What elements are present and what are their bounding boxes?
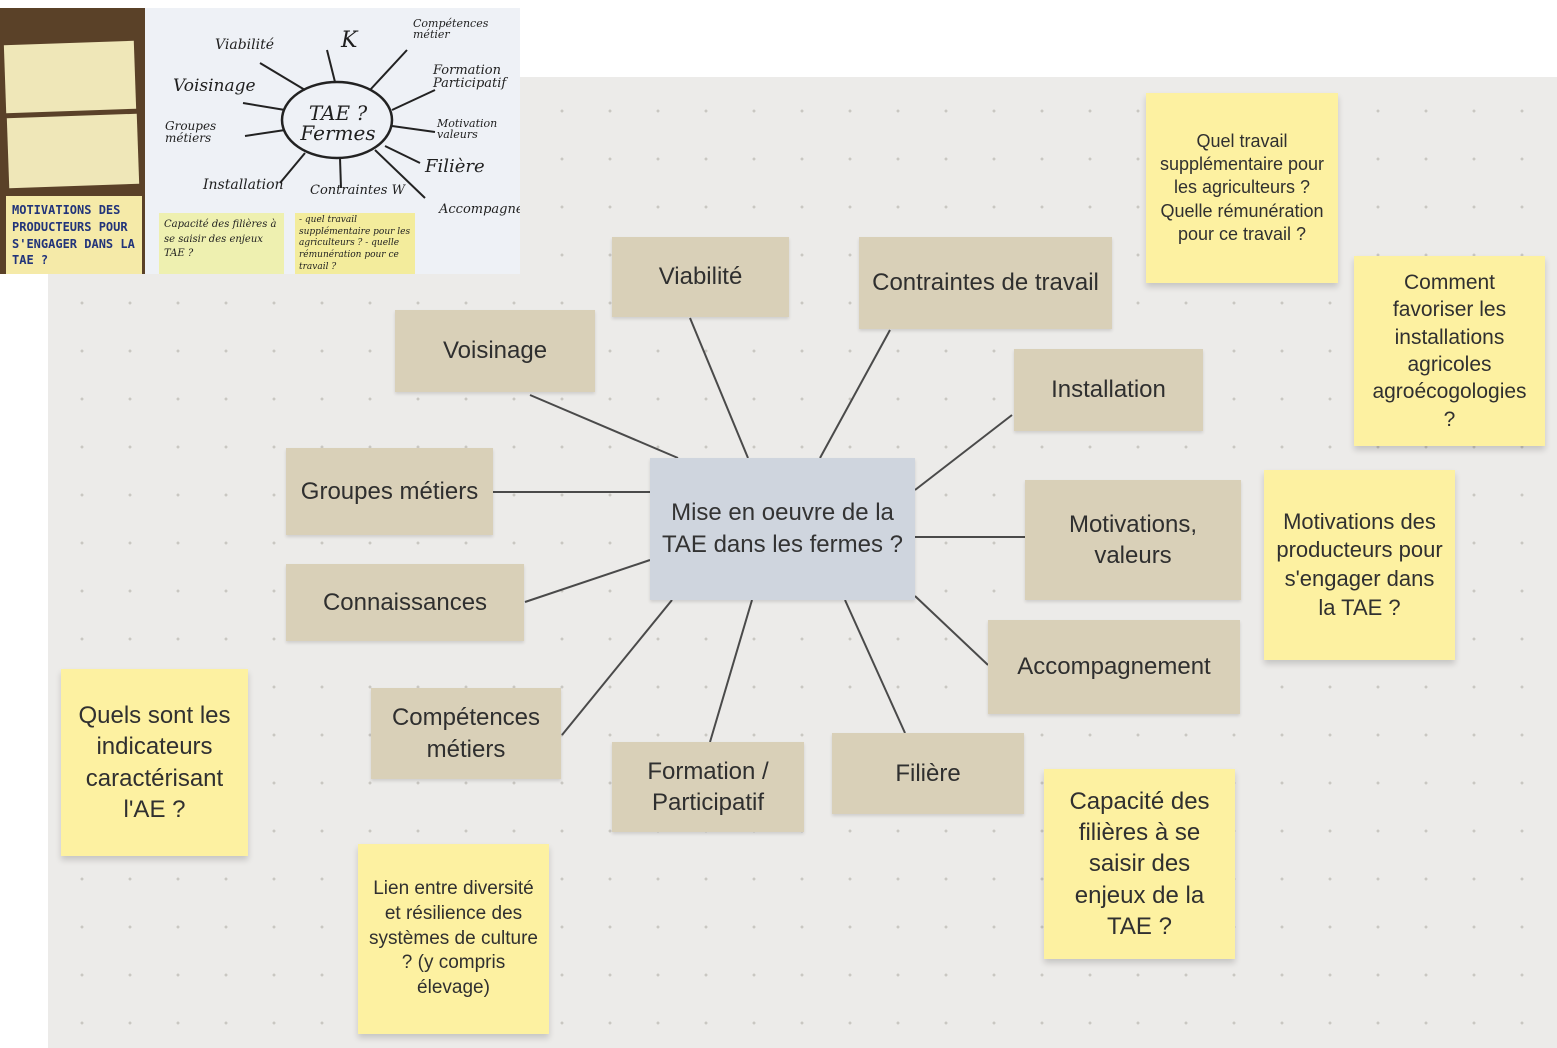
topic-voisinage[interactable]: Voisinage	[395, 310, 595, 392]
photo-label-competences: Compétences métier	[413, 17, 489, 41]
topic-viabilite[interactable]: Viabilité	[612, 237, 789, 317]
photo-label-voisinage: Voisinage	[173, 76, 256, 96]
photo-sketch-lines	[242, 49, 436, 199]
photo-card-motivations: MOTIVATIONS DES PRODUCTEURS POUR S'ENGAG…	[6, 196, 142, 274]
photo-label-k: K	[341, 28, 358, 53]
sticky-note-indicateurs[interactable]: Quels sont les indicateurs caractérisant…	[61, 669, 248, 856]
photo-label-filiere: Filière	[425, 156, 485, 177]
connector-competences	[561, 599, 673, 736]
connector-formation	[709, 599, 753, 743]
photo-label-installation: Installation	[203, 177, 284, 193]
connector-viabilite	[689, 317, 749, 459]
central-topic[interactable]: Mise en oeuvre de la TAE dans les fermes…	[650, 458, 915, 600]
whiteboard-photo: MOTIVATIONS DES PRODUCTEURS POUR S'ENGAG…	[0, 8, 520, 274]
photo-paper-sheet: TAE ? Fermes Viabilité K Compétences mét…	[145, 8, 520, 274]
photo-card-capacite: Capacité des filières à se saisir des en…	[159, 213, 284, 274]
photo-label-contraintes: Contraintes W	[310, 183, 405, 198]
sticky-note-motivations[interactable]: Motivations des producteurs pour s'engag…	[1264, 470, 1455, 660]
photo-label-motivation: Motivation valeurs	[437, 117, 498, 141]
connector-filiere	[844, 599, 906, 734]
photo-card-motivations-text: MOTIVATIONS DES PRODUCTEURS POUR S'ENGAG…	[12, 203, 135, 268]
topic-connaissances[interactable]: Connaissances	[286, 564, 524, 641]
photo-card-travail-text: - quel travail supplémentaire pour les a…	[299, 215, 411, 272]
topic-installation[interactable]: Installation	[1014, 349, 1203, 431]
topic-accompagnement[interactable]: Accompagnement	[988, 620, 1240, 714]
photo-label-groupes: Groupes métiers	[165, 119, 217, 145]
photo-card-mid-left	[6, 113, 140, 189]
connector-contraintes	[819, 329, 891, 459]
connector-installation	[914, 414, 1013, 491]
sticky-note-diversite[interactable]: Lien entre diversité et résilience des s…	[358, 844, 549, 1034]
connector-connaissances	[524, 559, 651, 603]
photo-label-viabilite: Viabilité	[215, 37, 274, 53]
photo-label-center: TAE ? Fermes	[300, 101, 376, 145]
sticky-note-capacite[interactable]: Capacité des filières à se saisir des en…	[1044, 769, 1235, 959]
connector-voisinage	[529, 394, 679, 459]
photo-card-top-left	[3, 40, 137, 114]
photo-label-formation: Formation Participatif	[433, 63, 507, 91]
topic-competences-metiers[interactable]: Compétences métiers	[371, 688, 561, 779]
topic-contraintes[interactable]: Contraintes de travail	[859, 237, 1112, 329]
sticky-note-travail[interactable]: Quel travail supplémentaire pour les agr…	[1146, 93, 1338, 283]
sticky-note-installations[interactable]: Comment favoriser les installations agri…	[1354, 256, 1545, 446]
topic-groupes-metiers[interactable]: Groupes métiers	[286, 448, 493, 535]
photo-card-capacite-text: Capacité des filières à se saisir des en…	[164, 219, 277, 259]
connector-accompagnement	[914, 595, 989, 666]
topic-formation[interactable]: Formation / Participatif	[612, 742, 804, 832]
photo-card-travail: - quel travail supplémentaire pour les a…	[295, 213, 415, 274]
topic-filiere[interactable]: Filière	[832, 733, 1024, 814]
topic-motivations[interactable]: Motivations, valeurs	[1025, 480, 1241, 600]
photo-label-accompagnement: Accompagnement	[439, 202, 520, 217]
